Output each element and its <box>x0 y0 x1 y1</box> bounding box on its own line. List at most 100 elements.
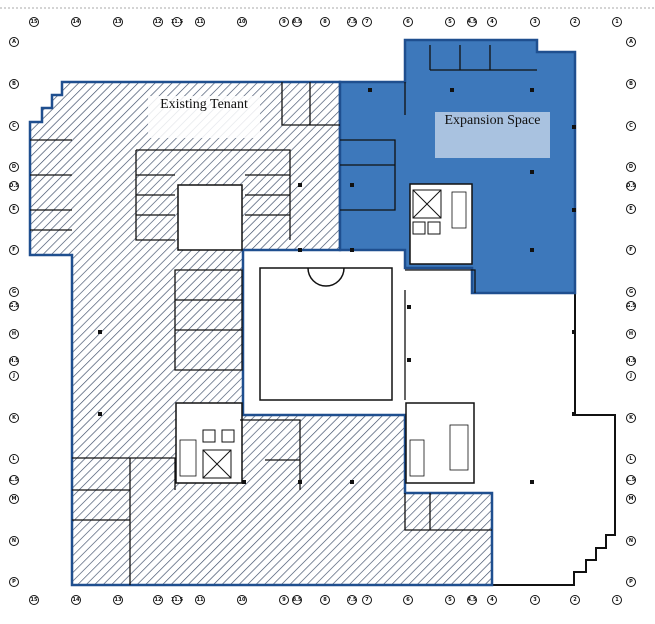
grid-row-label: C <box>629 123 633 129</box>
grid-column-label: 9 <box>282 19 286 25</box>
grid-column-label: 14 <box>73 19 80 25</box>
grid-column-label: 5 <box>448 597 452 603</box>
grid-row-label: B <box>629 81 633 87</box>
grid-column-label: 8.5 <box>293 19 302 25</box>
grid-row-bubble <box>9 245 19 255</box>
grid-column-bubble <box>403 17 413 27</box>
grid-row-bubble <box>626 475 636 485</box>
grid-row-label: G.5 <box>9 303 19 309</box>
grid-row-label: H <box>12 331 16 337</box>
expansion-space-label: Expansion Space <box>435 112 550 158</box>
grid-column-bubble <box>530 595 540 605</box>
grid-column-bubble <box>570 17 580 27</box>
grid-column-label: 8.5 <box>293 597 302 603</box>
grid-row-bubble <box>9 162 19 172</box>
grid-row-label: L.5 <box>10 477 19 483</box>
grid-row-label: J <box>12 373 15 379</box>
grid-column-label: 1 <box>615 19 619 25</box>
grid-row-label: H <box>629 331 633 337</box>
grid-row-bubble <box>626 204 636 214</box>
grid-column-bubble <box>113 595 123 605</box>
grid-column-bubble <box>347 595 357 605</box>
grid-row-bubble <box>626 162 636 172</box>
grid-column-label: 15 <box>31 597 38 603</box>
grid-column-label: 11 <box>197 597 204 603</box>
grid-row-bubble <box>626 79 636 89</box>
grid-column-label: 7.5 <box>348 19 357 25</box>
grid-column-bubble <box>487 17 497 27</box>
grid-column-bubble <box>279 595 289 605</box>
grid-column-bubble <box>362 595 372 605</box>
grid-row-label: B <box>12 81 16 87</box>
grid-row-label: G <box>629 289 633 295</box>
grid-row-bubble <box>9 494 19 504</box>
grid-row-label: N <box>12 538 16 544</box>
grid-row-label: L <box>629 456 633 462</box>
grid-row-label: F <box>629 247 632 253</box>
grid-row-label: H.5 <box>9 358 19 364</box>
grid-column-label: 3 <box>533 19 537 25</box>
grid-column-label: 6 <box>406 19 410 25</box>
grid-row-label: M <box>12 496 17 502</box>
grid-row-label: E <box>629 206 633 212</box>
grid-column-bubble <box>530 17 540 27</box>
grid-column-label: 13 <box>115 19 122 25</box>
atrium <box>259 267 393 401</box>
expansion-space-area <box>338 38 577 295</box>
grid-row-label: C <box>12 123 16 129</box>
grid-row-label: A <box>12 39 16 45</box>
existing-tenant-label: Existing Tenant <box>148 96 260 138</box>
grid-column-bubble <box>29 17 39 27</box>
grid-column-bubble <box>172 595 182 605</box>
grid-column-bubble <box>195 595 205 605</box>
grid-row-label: F <box>12 247 15 253</box>
grid-column-bubble <box>153 17 163 27</box>
grid-column-bubble <box>467 17 477 27</box>
grid-column-label: 11 <box>197 19 204 25</box>
grid-column-label: 3 <box>533 597 537 603</box>
grid-column-label: 7 <box>365 597 369 603</box>
grid-row-label: J <box>629 373 632 379</box>
grid-column-label: 6 <box>406 597 410 603</box>
grid-row-bubble <box>626 287 636 297</box>
grid-row-label: K <box>12 415 17 421</box>
grid-row-label: N <box>629 538 633 544</box>
grid-column-bubble <box>71 595 81 605</box>
grid-column-label: 11.5 <box>171 19 184 25</box>
grid-row-bubble <box>626 329 636 339</box>
grid-column-bubble <box>172 17 182 27</box>
grid-column-bubble <box>403 595 413 605</box>
grid-column-label: 4 <box>490 597 494 603</box>
grid-row-label: G <box>12 289 16 295</box>
grid-column-label: 11.5 <box>171 597 184 603</box>
grid-column-label: 15 <box>31 19 38 25</box>
grid-column-bubble <box>113 17 123 27</box>
grid-column-label: 4 <box>490 19 494 25</box>
existing-tenant-area <box>28 80 494 587</box>
grid-column-label: 5 <box>448 19 452 25</box>
grid-column-label: 2 <box>573 19 577 25</box>
grid-row-label: A <box>629 39 633 45</box>
grid-row-label: G.5 <box>626 303 636 309</box>
grid-row-bubble <box>9 301 19 311</box>
structural-columns <box>98 88 576 484</box>
grid-column-label: 4.5 <box>468 597 477 603</box>
stairs <box>179 191 469 477</box>
grid-column-bubble <box>153 595 163 605</box>
grid-column-bubble <box>195 17 205 27</box>
grid-column-label: 7 <box>365 19 369 25</box>
grid-column-bubble <box>71 17 81 27</box>
grid-column-bubble <box>487 595 497 605</box>
grid-column-label: 4.5 <box>468 19 477 25</box>
grid-column-bubble <box>320 17 330 27</box>
grid-row-bubble <box>9 121 19 131</box>
grid-row-bubble <box>9 577 19 587</box>
grid-column-bubble <box>292 595 302 605</box>
grid-column-label: 10 <box>239 19 246 25</box>
grid-row-bubble <box>626 536 636 546</box>
grid-row-label: D.5 <box>626 183 636 189</box>
grid-column-bubble <box>445 595 455 605</box>
grid-row-label: L.5 <box>627 477 636 483</box>
